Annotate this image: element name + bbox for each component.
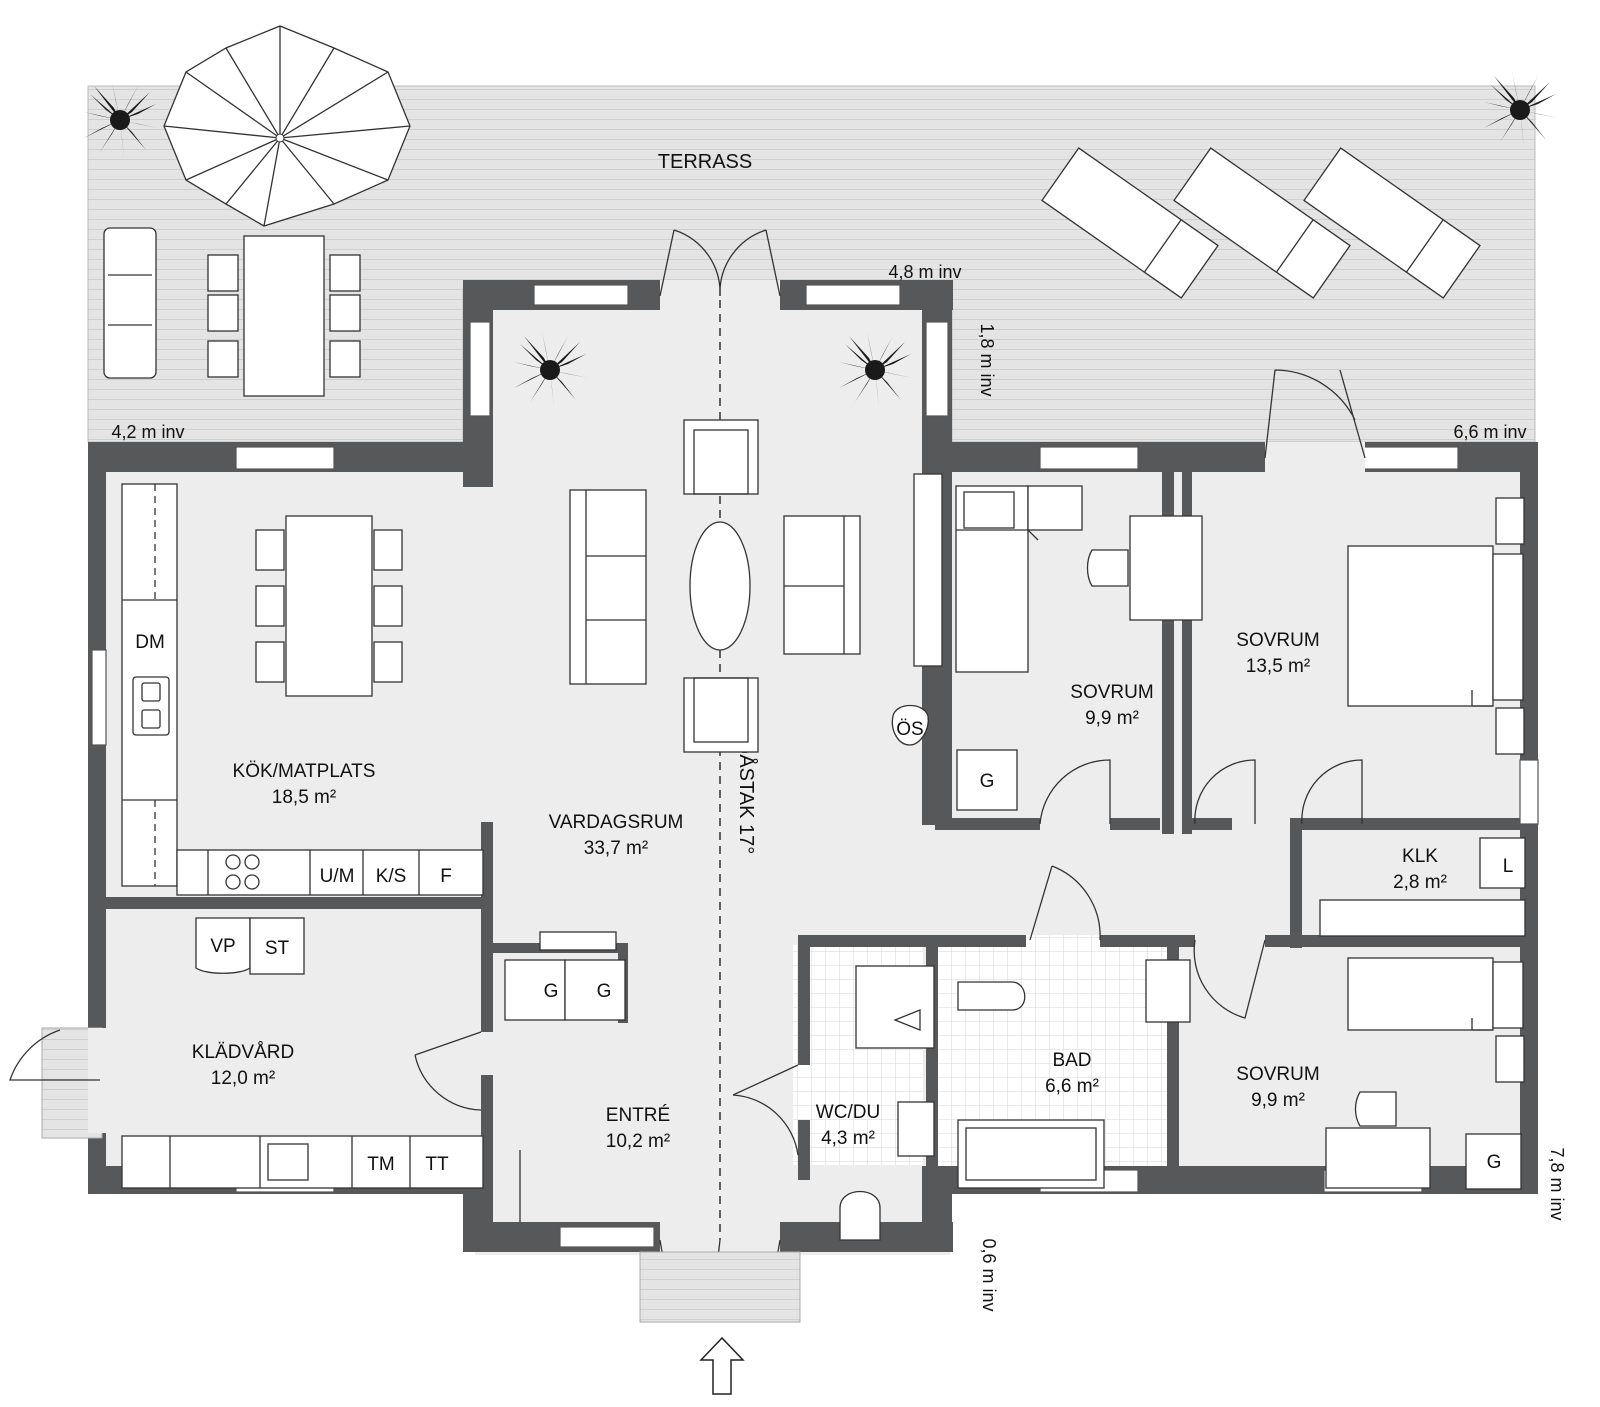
um-label: U/M — [320, 866, 355, 887]
laundry-name: KLÄDVÅRD — [192, 1042, 294, 1063]
closet-name: KLK — [1402, 846, 1438, 867]
terrace-label: TERRASS — [658, 151, 752, 173]
bedroom-a-area: 9,9 m² — [1085, 708, 1139, 729]
os-label: ÖS — [896, 719, 923, 740]
ks-label: K/S — [376, 866, 407, 887]
living-fixtures: ÖS — [569, 419, 943, 753]
dm-label: DM — [135, 632, 165, 653]
entry-name: ENTRÉ — [606, 1105, 670, 1126]
wc-area: 4,3 m² — [821, 1128, 875, 1149]
closet-area: 2,8 m² — [1393, 872, 1447, 893]
living-name: VARDAGSRUM — [549, 812, 684, 833]
dim-d6: 7,8 m inv — [1547, 1147, 1567, 1220]
st-label: ST — [265, 938, 290, 959]
bedroom-b-area: 13,5 m² — [1246, 656, 1310, 677]
bedroom-a-name: SOVRUM — [1070, 682, 1153, 703]
kitchen-area: 18,5 m² — [272, 787, 336, 808]
laundry-fixtures: VP ST TM TT — [121, 917, 484, 1189]
g-hall-1-label: G — [544, 981, 559, 1002]
f-label: F — [440, 866, 452, 887]
wc-name: WC/DU — [816, 1102, 880, 1123]
hall-closets: G G — [504, 931, 626, 1222]
bedroom-b-name: SOVRUM — [1236, 630, 1319, 651]
living-area: 33,7 m² — [584, 838, 648, 859]
dim-d4: 6,6 m inv — [1453, 422, 1526, 442]
laundry-area: 12,0 m² — [211, 1068, 275, 1089]
bedroom-c-fixtures: G — [1325, 957, 1525, 1190]
bath-fixtures — [839, 959, 1191, 1241]
bath-area: 6,6 m² — [1045, 1076, 1099, 1097]
tm-label: TM — [367, 1154, 394, 1175]
dim-d1: 4,8 m inv — [888, 262, 961, 282]
entrance-arrow-icon — [699, 1336, 745, 1395]
bath-name: BAD — [1052, 1050, 1091, 1071]
kitchen-fixtures: DM U/M K/S F — [121, 483, 484, 896]
vp-label: VP — [210, 936, 235, 957]
bedroom-c-area: 9,9 m² — [1251, 1090, 1305, 1111]
entry-area: 10,2 m² — [606, 1131, 670, 1152]
bedroom-a-fixtures: G — [955, 485, 1203, 811]
g-bedroom-c-label: G — [1487, 1152, 1502, 1173]
doors — [9, 229, 1366, 1323]
dim-d5: 0,6 m inv — [979, 1238, 999, 1311]
l-label: L — [1503, 856, 1514, 877]
g-bedroom-a-label: G — [980, 771, 995, 792]
bedroom-b-fixtures: L — [1319, 497, 1526, 937]
dim-d3: 4,2 m inv — [111, 422, 184, 442]
parasol — [163, 25, 411, 227]
patio-table — [103, 227, 361, 397]
tt-label: TT — [425, 1154, 449, 1175]
g-hall-2-label: G — [597, 981, 612, 1002]
room-labels: KÖK/MATPLATS 18,5 m² VARDAGSRUM 33,7 m² … — [192, 630, 1447, 1152]
sun-loungers — [1041, 147, 1481, 299]
dim-d2: 1,8 m inv — [977, 323, 997, 396]
dimension-labels: 4,8 m inv 1,8 m inv 4,2 m inv 6,6 m inv … — [111, 262, 1567, 1312]
kitchen-name: KÖK/MATPLATS — [233, 761, 376, 782]
bedroom-c-name: SOVRUM — [1236, 1064, 1319, 1085]
